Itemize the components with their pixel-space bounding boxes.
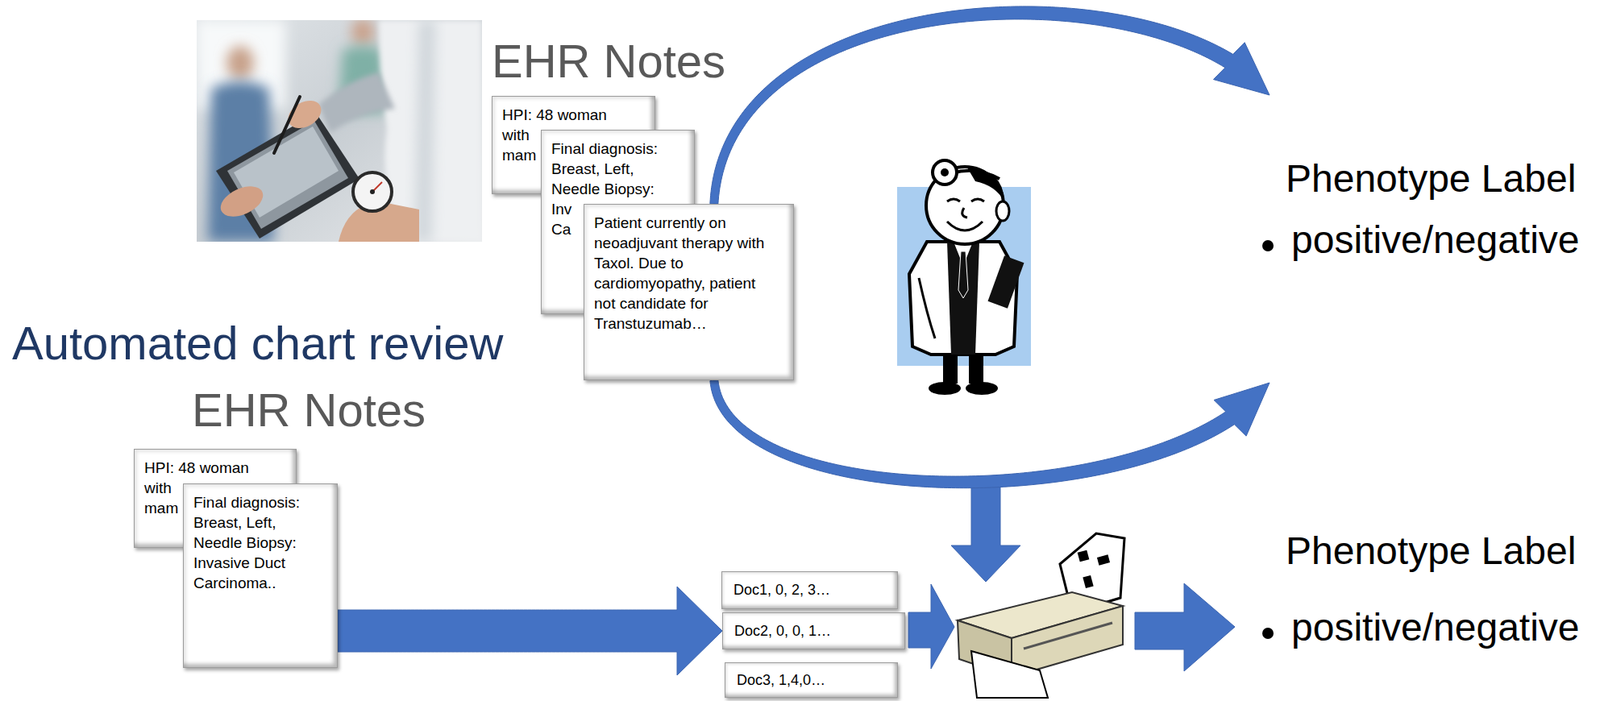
document-vector-box: Doc3, 1,4,0… xyxy=(724,662,898,699)
block-arrow xyxy=(1134,583,1235,672)
note-text: Patient currently on neoadjuvant therapy… xyxy=(594,212,778,334)
doctor-clipart-part xyxy=(918,278,936,339)
printer-clipart-part xyxy=(1023,623,1113,649)
doctor-clipart-part xyxy=(940,168,949,177)
note-text: with mam xyxy=(144,477,181,519)
doctor-clipart-part xyxy=(947,199,960,202)
block-arrow xyxy=(908,584,955,670)
doctor-clipart-part xyxy=(932,160,957,185)
clinician-photo-part xyxy=(282,95,326,134)
note-card: Final diagnosis: Breast, Left, Needle Bi… xyxy=(182,483,338,669)
phenotype-text: positive/negative xyxy=(1291,605,1594,650)
note-text: Final diagnosis: Breast, Left, Needle Bi… xyxy=(193,492,323,594)
document-vector-box: Doc2, 0, 0, 1… xyxy=(722,612,906,650)
doctor-clipart-part xyxy=(988,255,1025,308)
doctor-clipart-part xyxy=(958,251,969,299)
doctor-clipart-part xyxy=(943,354,958,384)
bullet-dot xyxy=(1262,627,1274,640)
doctor-clipart-part xyxy=(965,382,998,395)
clinician-photo-part xyxy=(351,20,375,46)
block-arrow xyxy=(337,586,723,676)
clinician-photo-part xyxy=(353,172,392,212)
printer-clipart-part xyxy=(1011,606,1123,678)
clinician-photo-part xyxy=(318,72,395,133)
doctor-clipart-part xyxy=(947,241,980,355)
phenotype-text: Phenotype Label xyxy=(1285,528,1594,574)
section-heading: EHR Notes xyxy=(191,382,426,437)
clinician-photo-part xyxy=(226,45,254,80)
note-text: Final diagnosis: Breast, Left, Needle Bi… xyxy=(551,138,681,200)
clinician-photo-part xyxy=(216,180,268,224)
clinician-photo-part xyxy=(274,96,300,154)
printer-clipart-part xyxy=(1082,575,1093,589)
phenotype-label-block: Phenotype Label positive/negative xyxy=(1250,519,1594,657)
phenotype-text: Phenotype Label xyxy=(1285,156,1594,201)
note-text: HPI: 48 woman xyxy=(502,104,645,125)
section-heading: EHR Notes xyxy=(491,33,726,88)
vector-text: Doc2, 0, 0, 1… xyxy=(734,613,894,649)
note-text: with mam xyxy=(502,124,539,166)
doctor-clipart-part xyxy=(971,199,985,202)
doctor-clipart-part xyxy=(962,207,968,218)
curved-arrow xyxy=(710,379,1270,488)
doctor-clipart-part xyxy=(928,382,961,395)
down-block-arrow xyxy=(951,486,1021,582)
clinician-photo xyxy=(196,20,483,242)
clinician-photo-part xyxy=(216,112,360,239)
note-card: Patient currently on neoadjuvant therapy… xyxy=(583,203,794,381)
doctor-clipart-part xyxy=(996,201,1010,221)
bullet-dot xyxy=(1262,240,1274,252)
section-heading: Automated chart review xyxy=(12,315,503,370)
phenotype-text: positive/negative xyxy=(1291,217,1594,262)
vector-text: Doc1, 0, 2, 3… xyxy=(733,572,886,609)
printer-clipart-part xyxy=(1097,554,1110,566)
clinician-photo-part xyxy=(415,20,436,242)
document-vector-box: Doc1, 0, 2, 3… xyxy=(721,571,898,610)
clinician-photo-part xyxy=(196,20,483,242)
note-text: Inv Ca xyxy=(551,199,582,240)
printer-clipart-part xyxy=(971,651,1048,699)
phenotype-label-block: Phenotype Label positive/negative xyxy=(1250,95,1594,383)
vector-text: Doc3, 1,4,0… xyxy=(736,663,886,698)
curved-arrow xyxy=(710,6,1270,204)
note-text: HPI: 48 woman xyxy=(144,457,287,478)
doctor-clipart-part xyxy=(968,354,984,384)
clinician-photo-part xyxy=(369,189,375,195)
doctor-clipart xyxy=(897,160,1031,395)
doctor-clipart-part xyxy=(947,221,983,231)
printer-clipart-part xyxy=(1077,550,1090,563)
